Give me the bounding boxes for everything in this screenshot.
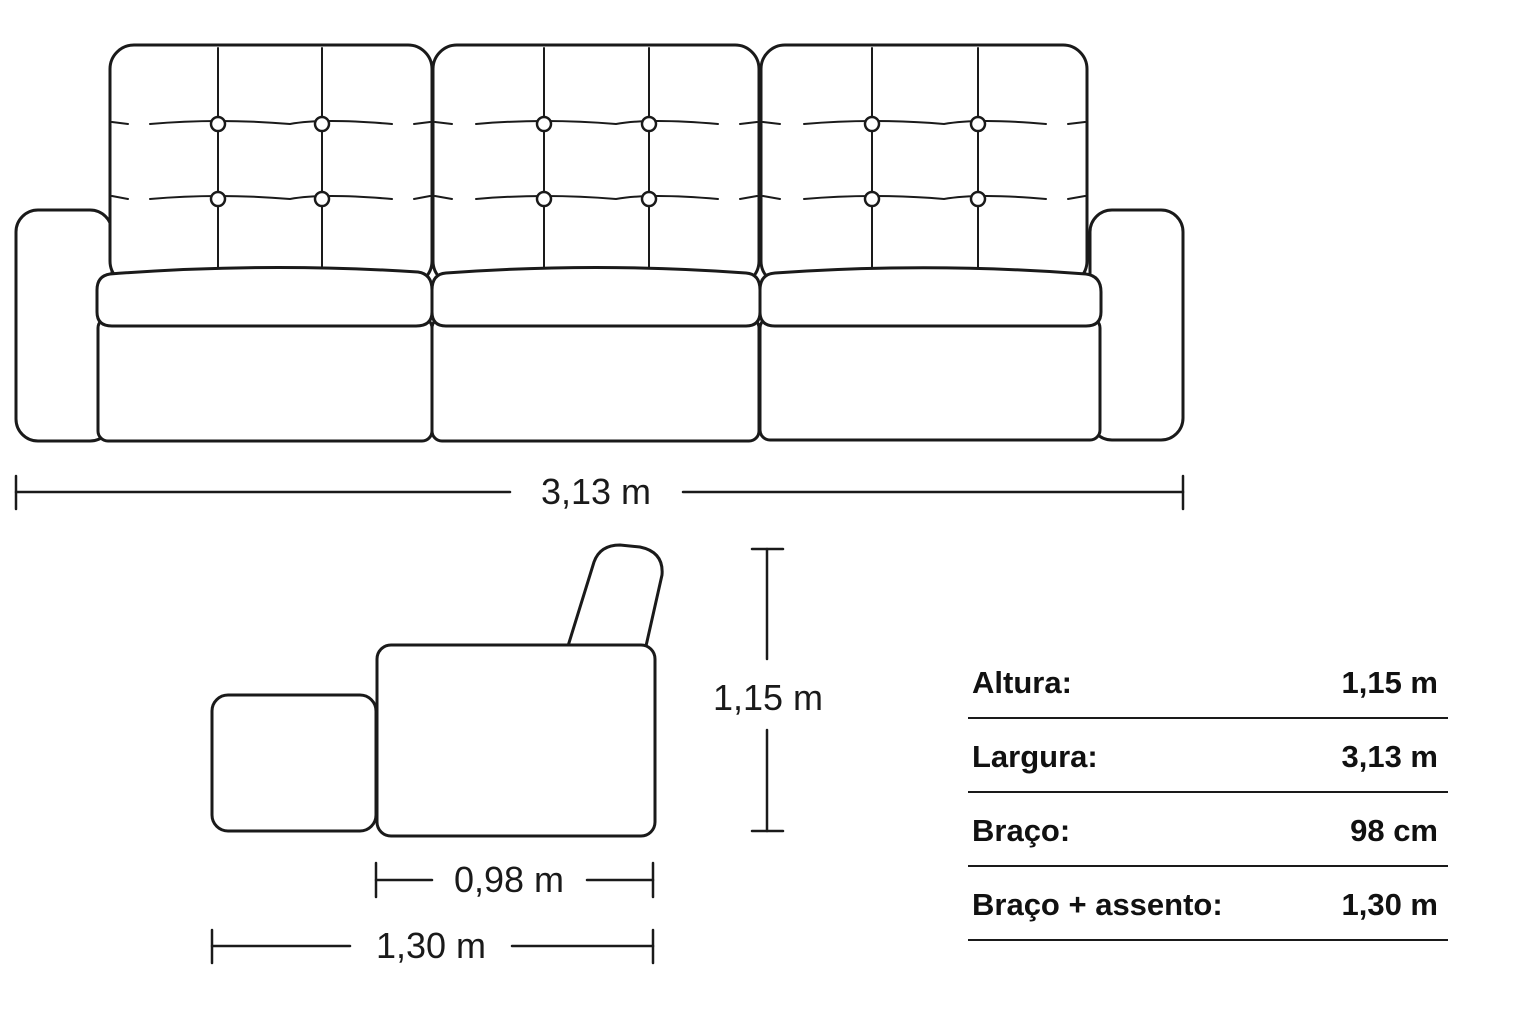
seat-cushion-center — [430, 266, 762, 328]
tuft-button — [863, 115, 881, 133]
tuft-button — [969, 190, 987, 208]
tuft-button — [535, 190, 553, 208]
seat-depth-label: 0,98 m — [454, 859, 564, 900]
tuft-button — [313, 190, 331, 208]
side-seat-body — [375, 643, 657, 838]
spec-value: 1,30 m — [1341, 887, 1438, 922]
spec-label: Altura: — [972, 665, 1072, 700]
width-dimension: 3,13 m — [14, 471, 1185, 512]
total-depth-dimension: 1,30 m — [210, 925, 655, 966]
spec-row-height: Altura: 1,15 m — [968, 645, 1448, 719]
seat-cushion-left — [95, 265, 434, 328]
spec-value: 3,13 m — [1341, 739, 1438, 774]
tuft-button — [209, 190, 227, 208]
spec-row-width: Largura: 3,13 m — [968, 719, 1448, 793]
spec-label: Largura: — [972, 739, 1098, 774]
tuft-button — [863, 190, 881, 208]
tuft-button — [313, 115, 331, 133]
right-armrest — [1088, 208, 1185, 442]
width-label: 3,13 m — [541, 471, 651, 512]
tuft-button — [209, 115, 227, 133]
spec-table: Altura: 1,15 m Largura: 3,13 m Braço: 98… — [968, 645, 1448, 941]
back-cushion-center — [431, 43, 761, 287]
back-cushion-right — [759, 43, 1089, 287]
spec-value: 98 cm — [1350, 813, 1438, 848]
total-depth-label: 1,30 m — [376, 925, 486, 966]
spec-label: Braço: — [972, 813, 1071, 848]
tufting-left — [111, 47, 431, 273]
tuft-button — [535, 115, 553, 133]
side-armrest — [210, 693, 378, 833]
tufting-center — [434, 47, 758, 273]
seat-base-center — [430, 316, 761, 443]
spec-label: Braço + assento: — [972, 887, 1223, 922]
sofa-front-view — [14, 43, 1185, 443]
tuft-button — [640, 115, 658, 133]
sofa-side-view — [210, 543, 664, 838]
side-backrest — [566, 543, 664, 648]
tuft-button — [640, 190, 658, 208]
tufting-right — [762, 47, 1086, 273]
spec-value: 1,15 m — [1341, 665, 1438, 700]
back-cushion-left — [108, 43, 434, 287]
seat-depth-dimension: 0,98 m — [374, 859, 655, 900]
seat-cushion-right — [758, 266, 1103, 328]
height-dimension: 1,15 m — [713, 547, 823, 833]
tuft-button — [969, 115, 987, 133]
spec-row-arm: Braço: 98 cm — [968, 793, 1448, 867]
seat-base-left — [96, 316, 434, 443]
spec-row-arm-seat: Braço + assento: 1,30 m — [968, 867, 1448, 941]
height-label: 1,15 m — [713, 677, 823, 718]
seat-base-right — [758, 316, 1102, 442]
tufting-buttons — [209, 115, 987, 208]
